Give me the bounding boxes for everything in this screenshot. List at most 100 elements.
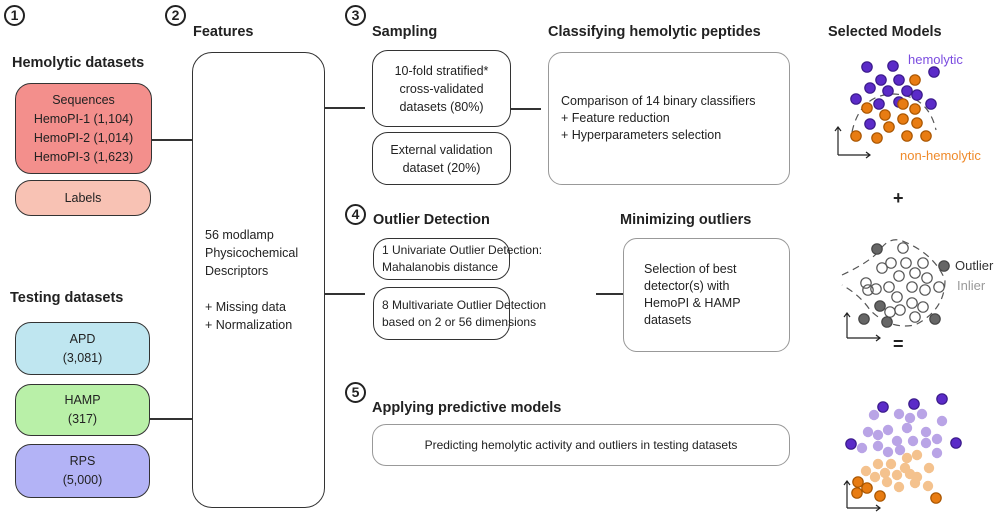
features-line: Descriptors xyxy=(205,264,269,278)
box-line: HemoPI & HAMP xyxy=(644,296,741,310)
box-line: based on 2 or 56 dimensions xyxy=(382,314,537,329)
labels-box: Labels xyxy=(15,180,151,216)
nonhemolytic-inlier-point xyxy=(911,449,923,461)
hemolytic-inlier-point xyxy=(882,446,894,458)
nonhemolytic-point xyxy=(883,121,895,133)
nonhemolytic-outlier-point xyxy=(851,487,863,499)
nonhemolytic-inlier-point xyxy=(885,458,897,470)
nonhemolytic-outlier-point xyxy=(852,476,864,488)
hemolytic-datasets-heading: Hemolytic datasets xyxy=(12,55,145,71)
inlier-point xyxy=(893,270,905,282)
outlier-detection-heading: Outlier Detection xyxy=(373,212,490,228)
hemolytic-outlier-point xyxy=(908,398,920,410)
box-line: + Feature reduction xyxy=(561,111,670,125)
inlier-point xyxy=(906,297,918,309)
hemolytic-point xyxy=(875,74,887,86)
hemolytic-outlier-point xyxy=(877,401,889,413)
apd-box: APD (3,081) xyxy=(15,322,150,375)
hemolytic-inlier-point xyxy=(920,437,932,449)
nonhemolytic-point xyxy=(879,109,891,121)
hemolytic-outlier-point xyxy=(845,438,857,450)
inlier-point xyxy=(885,257,897,269)
nonhemolytic-point xyxy=(861,102,873,114)
nonhemolytic-inlier-point xyxy=(860,465,872,477)
hemolytic-point xyxy=(873,98,885,110)
inlier-point xyxy=(906,281,918,293)
hemolytic-inlier-point xyxy=(931,433,943,445)
hemolytic-point xyxy=(901,85,913,97)
nonhemolytic-point xyxy=(911,117,923,129)
nonhemolytic-inlier-point xyxy=(879,467,891,479)
arrow-icon xyxy=(843,480,881,512)
inlier-label: Inlier xyxy=(957,278,986,293)
inlier-point xyxy=(917,257,929,269)
nonhemolytic-point xyxy=(871,132,883,144)
sequences-label: Sequences xyxy=(52,92,115,107)
normalization-step: + Normalization xyxy=(205,318,293,332)
outlier-point xyxy=(858,313,870,325)
inlier-point xyxy=(919,284,931,296)
nonhemolytic-inlier-point xyxy=(872,458,884,470)
inlier-point xyxy=(909,267,921,279)
hemolytic-point xyxy=(925,98,937,110)
hemolytic-inlier-point xyxy=(916,408,928,420)
inlier-point xyxy=(897,242,909,254)
hemolytic-inlier-point xyxy=(872,429,884,441)
hemolytic-inlier-point xyxy=(904,412,916,424)
nonhemolytic-point xyxy=(909,103,921,115)
hemolytic-inlier-point xyxy=(891,435,903,447)
axes-icon xyxy=(837,127,870,156)
connector-line xyxy=(150,418,192,420)
arrow-icon xyxy=(834,126,871,159)
outlier-point xyxy=(929,313,941,325)
box-line: datasets (80%) xyxy=(399,99,484,114)
nonhemolytic-outlier-point xyxy=(930,492,942,504)
box-line: Mahalanobis distance xyxy=(382,260,499,274)
hemolytic-inlier-point xyxy=(882,424,894,436)
inlier-point xyxy=(933,281,945,293)
nonhemolytic-inlier-point xyxy=(869,471,881,483)
labels-label: Labels xyxy=(64,190,102,205)
cross-validated-box: 10-fold stratified* cross-validated data… xyxy=(372,50,511,127)
plus-sign: + xyxy=(893,188,904,208)
nonhemolytic-point xyxy=(850,130,862,142)
classifying-heading: Classifying hemolytic peptides xyxy=(548,24,761,40)
dataset-hemopi-2: HemoPI-2 (1,014) xyxy=(33,130,134,145)
features-heading: Features xyxy=(193,24,254,40)
nonhemolytic-inlier-point xyxy=(881,476,893,488)
connector-line xyxy=(325,293,365,295)
hemolytic-point xyxy=(893,74,905,86)
classifying-box: Comparison of 14 binary classifiers + Fe… xyxy=(548,52,790,185)
nonhemolytic-inlier-point xyxy=(901,452,913,464)
selected-models-heading: Selected Models xyxy=(828,24,942,40)
applying-heading: Applying predictive models xyxy=(372,400,562,416)
rps-count: (5,000) xyxy=(62,473,103,487)
inlier-point xyxy=(909,311,921,323)
dataset-hemopi-1: HemoPI-1 (1,104) xyxy=(33,111,134,126)
features-box: 56 modlamp Physicochemical Descriptors +… xyxy=(192,52,325,508)
hemolytic-inlier-point xyxy=(862,426,874,438)
step-number-5: 5 xyxy=(345,382,366,403)
box-line: datasets xyxy=(644,313,692,327)
box-line: 8 Multivariate Outlier Detection xyxy=(382,297,547,312)
inlier-point xyxy=(917,301,929,313)
nonhemolytic-point xyxy=(897,98,909,110)
dataset-hemopi-3: HemoPI-3 (1,623) xyxy=(33,149,134,164)
step-number-2: 2 xyxy=(165,5,186,26)
apd-name: APD xyxy=(69,331,96,346)
box-line: + Hyperparameters selection xyxy=(561,128,722,142)
multivariate-box: 8 Multivariate Outlier Detection based o… xyxy=(373,287,546,340)
outlier-label: Outlier xyxy=(955,258,994,273)
apd-count: (3,081) xyxy=(62,350,103,365)
hemolytic-inlier-point xyxy=(901,422,913,434)
axes-icon xyxy=(846,481,880,509)
box-line: External validation xyxy=(390,142,493,157)
axes-icon xyxy=(846,313,880,339)
inlier-point xyxy=(870,283,882,295)
outlier-point xyxy=(871,243,883,255)
testing-datasets-heading: Testing datasets xyxy=(10,290,124,306)
step-number-3: 3 xyxy=(345,5,366,26)
inlier-point xyxy=(891,291,903,303)
nonhemolytic-outlier-point xyxy=(874,490,886,502)
